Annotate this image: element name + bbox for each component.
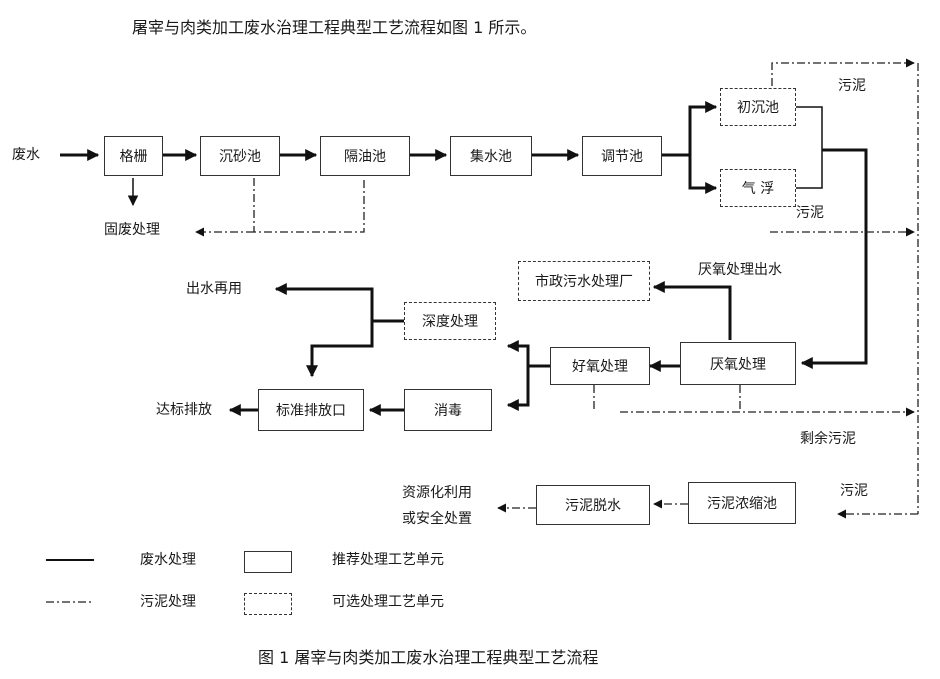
unit-collection-tank: 集水池 [450, 136, 532, 176]
unit-air-flotation: 气 浮 [720, 169, 796, 207]
unit-sludge-dewatering: 污泥脱水 [536, 485, 650, 525]
arrow-to-outlet-down [306, 321, 374, 378]
arrow-to-anaerobic [800, 148, 868, 369]
label-sludge-mid: 污泥 [796, 205, 824, 221]
label-discharge: 达标排放 [156, 402, 212, 418]
legend-recommended-unit: 推荐处理工艺单元 [332, 552, 444, 568]
label-solid-waste: 固废处理 [104, 222, 160, 238]
legend-dashed-box [244, 593, 292, 615]
arrow-to-municipal [652, 281, 732, 340]
unit-disinfection: 消毒 [404, 389, 492, 431]
intro-text: 屠宰与肉类加工废水治理工程典型工艺流程如图 1 所示。 [132, 18, 537, 37]
legend-optional-unit: 可选处理工艺单元 [332, 594, 444, 610]
unit-adjust-tank: 调节池 [582, 136, 662, 176]
label-wastewater: 废水 [12, 147, 40, 163]
bracket-primary-float [796, 106, 823, 189]
sludge-grit-oil-to-solid [253, 178, 365, 233]
arrow-to-disinfect [506, 366, 530, 411]
arrow-to-deep [506, 340, 530, 366]
label-residual-sludge: 剩余污泥 [800, 431, 856, 447]
arrow-to-primary [688, 101, 718, 155]
legend-solid-box [244, 551, 292, 573]
label-resource-use: 资源化利用 [402, 485, 472, 501]
unit-anaerobic: 厌氧处理 [680, 342, 796, 385]
unit-grit-chamber: 沉砂池 [200, 136, 280, 176]
unit-grille: 格栅 [104, 136, 163, 176]
arrow-to-float [688, 155, 718, 194]
label-sludge-top: 污泥 [838, 78, 866, 94]
unit-aerobic: 好氧处理 [550, 347, 650, 385]
figure-caption: 图 1 屠宰与肉类加工废水治理工程典型工艺流程 [258, 648, 599, 667]
label-reuse: 出水再用 [186, 281, 242, 297]
unit-municipal-plant: 市政污水处理厂 [518, 261, 650, 301]
sludge-primary-top [771, 58, 915, 86]
label-sludge-bottom: 污泥 [840, 483, 868, 499]
legend-wastewater-treatment: 废水处理 [140, 552, 196, 568]
label-anaerobic-effluent: 厌氧处理出水 [698, 262, 782, 278]
unit-sludge-thickener: 污泥浓缩池 [688, 482, 796, 524]
unit-primary-sedimentation: 初沉池 [720, 88, 796, 126]
unit-discharge-outlet: 标准排放口 [258, 389, 364, 431]
label-safe-disposal: 或安全处置 [402, 511, 472, 527]
legend-sludge-treatment: 污泥处理 [140, 594, 196, 610]
unit-deep-treatment: 深度处理 [404, 302, 496, 340]
unit-oil-separator: 隔油池 [320, 136, 410, 176]
arrow-to-reuse [274, 283, 374, 321]
